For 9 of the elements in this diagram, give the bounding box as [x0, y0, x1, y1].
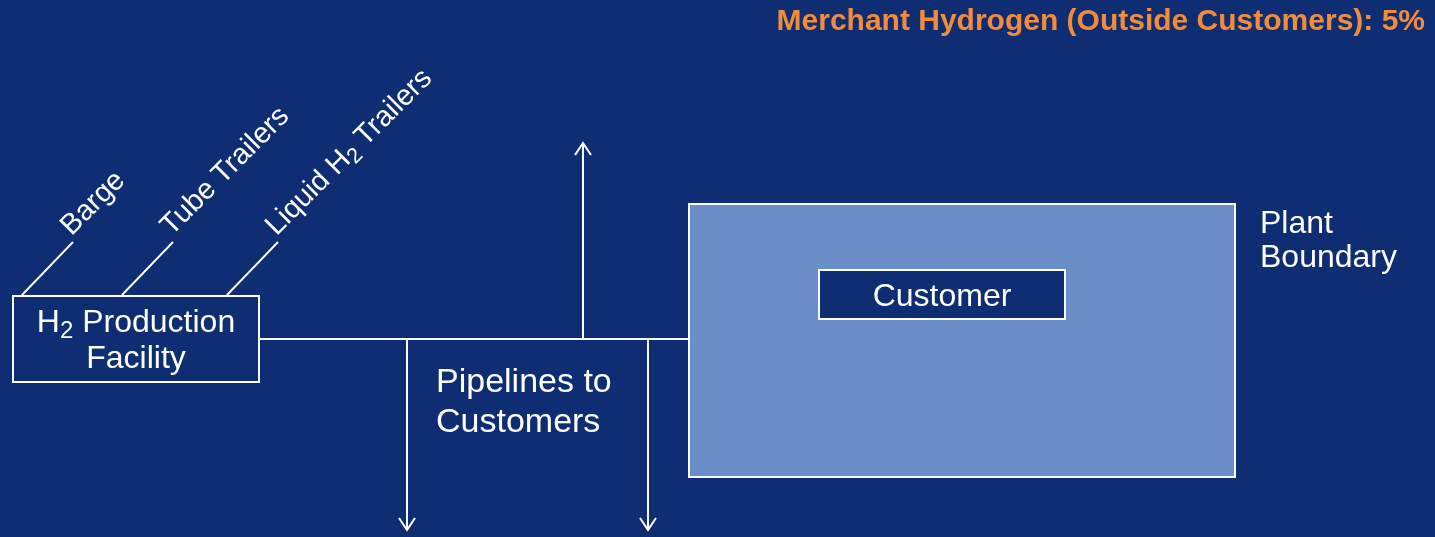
- pipeline-label: Pipelines to Customers: [436, 360, 613, 440]
- leader-line: [121, 241, 174, 296]
- customer-box: Customer: [818, 269, 1066, 320]
- leader-line: [21, 241, 74, 296]
- facility-box: H$_{2}$ Production Facility: [12, 295, 260, 383]
- pipeline-arrow: [259, 338, 657, 531]
- leader-line: [226, 241, 279, 296]
- title: Merchant Hydrogen (Outside Customers): 5%: [776, 2, 1425, 38]
- boundary-heading: Plant Boundary: [1260, 205, 1398, 273]
